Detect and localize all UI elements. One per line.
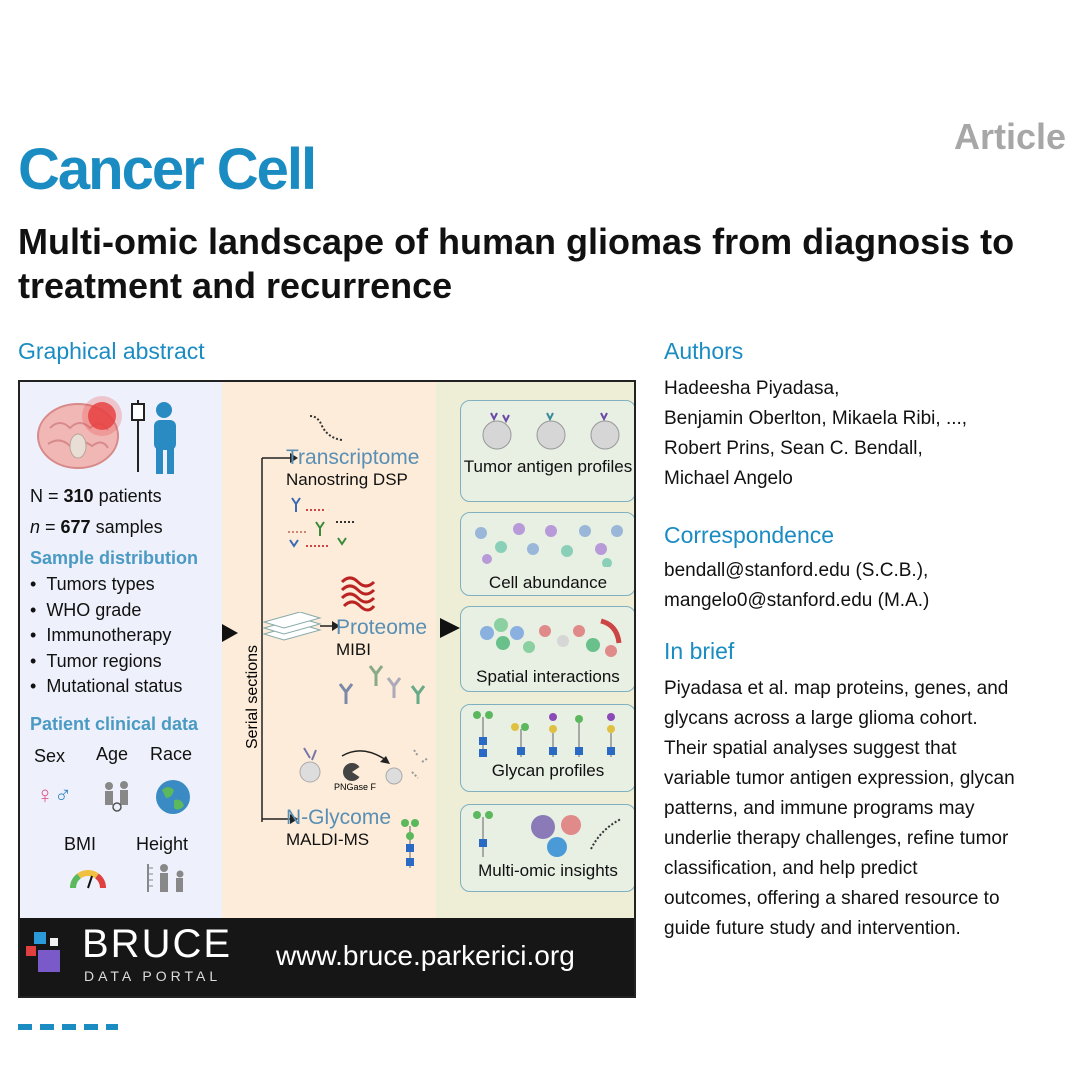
graphical-abstract: N = 310 patients n = 677 samples Sample …	[18, 380, 636, 998]
bmi-gauge-icon	[70, 870, 106, 889]
in-brief-line: classification, and help predict	[664, 858, 918, 879]
bmi-label: BMI	[64, 834, 97, 854]
correspondence-heading: Correspondence	[664, 522, 835, 548]
bruce-logo-subtitle: DATA PORTAL	[84, 968, 222, 984]
proteome-title: Proteome	[336, 616, 428, 639]
sex-label: Sex	[34, 746, 66, 766]
journal-title: Cancer Cell	[18, 137, 317, 202]
sample-count: n = 677 samples	[30, 517, 163, 537]
multi-omic-icon	[473, 811, 622, 857]
in-brief-line: Piyadasa et al. map proteins, genes, and	[664, 678, 1009, 699]
age-icon	[105, 781, 128, 812]
author-line: Michael Angelo	[664, 468, 793, 489]
panel-label: Multi-omic insights	[478, 861, 618, 880]
rna-strand-icon	[309, 415, 343, 441]
list-item: • Tumor regions	[30, 650, 162, 671]
branch-arrows	[261, 453, 298, 824]
list-item: • WHO grade	[30, 599, 142, 620]
panel-label: Cell abundance	[488, 573, 608, 592]
in-brief-text: Piyadasa et al. map proteins, genes, and…	[664, 674, 1076, 944]
age-label: Age	[96, 744, 129, 764]
omics-column	[222, 382, 436, 918]
in-brief-line: guide future study and intervention.	[664, 918, 961, 939]
panel-multi-omic: Multi-omic insights	[460, 804, 634, 892]
play-arrow-icon	[222, 624, 238, 642]
in-brief-line: outcomes, offering a shared resource to	[664, 888, 1000, 909]
transcriptome-method: Nanostring DSP	[286, 470, 408, 489]
author-line: Benjamin Oberlton, Mikaela Ribi, ...,	[664, 408, 968, 429]
bruce-logo-title: BRUCE	[82, 922, 233, 966]
bruce-logo-icon	[26, 932, 60, 972]
article-title: Multi-omic landscape of human gliomas fr…	[18, 221, 1015, 306]
in-brief-line: variable tumor antigen expression, glyca…	[664, 768, 1015, 789]
article-type-label: Article	[953, 116, 1066, 157]
nglycome-method: MALDI-MS	[286, 830, 370, 849]
sex-icon: ♀♂	[36, 782, 72, 809]
glycan-release-illustration	[299, 747, 429, 785]
panel-cell-abundance: Cell abundance	[460, 512, 634, 596]
tissue-sections-icon	[262, 612, 340, 641]
protein-icon	[340, 576, 376, 612]
spatial-clusters-icon	[480, 618, 622, 657]
authors-heading: Authors	[664, 338, 744, 364]
height-label: Height	[136, 834, 189, 854]
tumor-cells-icon	[482, 412, 620, 450]
panel-label: Tumor antigen profiles	[463, 457, 633, 476]
panel-spatial-interactions: Spatial interactions	[460, 606, 634, 692]
panel-label: Glycan profiles	[491, 761, 605, 780]
cutoff-heading-fragment	[18, 1024, 118, 1030]
list-item: • Immunotherapy	[30, 625, 172, 645]
list-item: • Mutational status	[30, 676, 183, 696]
email-link[interactable]: bendall@stanford.edu (S.C.B.),	[664, 560, 929, 581]
authors-list: Hadeesha Piyadasa, Benjamin Oberlton, Mi…	[664, 374, 1074, 494]
bruce-footer: BRUCE DATA PORTAL www.bruce.parkerici.or…	[20, 918, 634, 996]
email-link[interactable]: mangelo0@stanford.edu (M.A.)	[664, 590, 930, 611]
proteome-method: MIBI	[336, 640, 371, 659]
transcriptome-title: Transcriptome	[286, 446, 420, 469]
author-line: Robert Prins, Sean C. Bendall,	[664, 438, 923, 459]
in-brief-line: Their spatial analyses suggest that	[664, 738, 957, 759]
glycan-chain-icon	[401, 819, 419, 868]
in-brief-line: glycans across a large glioma cohort.	[664, 708, 978, 729]
patient-count: N = 310 patients	[30, 486, 162, 506]
race-label: Race	[150, 744, 193, 764]
globe-icon	[156, 780, 190, 814]
clinical-data-title: Patient clinical data	[30, 714, 199, 734]
glycan-structures-icon	[473, 711, 615, 757]
panel-glycan-profiles: Glycan profiles	[460, 704, 634, 792]
cohort-column	[20, 382, 222, 918]
probe-icons	[288, 497, 356, 548]
graphical-abstract-heading: Graphical abstract	[18, 338, 205, 364]
nglycome-title: N-Glycome	[286, 806, 392, 829]
in-brief-line: underlie therapy challenges, refine tumo…	[664, 828, 1009, 849]
panel-label: Spatial interactions	[476, 667, 620, 686]
enzyme-label: PNGase F	[334, 782, 377, 792]
brain-patient-illustration	[37, 396, 176, 474]
play-arrow-icon	[440, 618, 460, 638]
panel-tumor-antigen: Tumor antigen profiles	[460, 400, 634, 502]
in-brief-heading: In brief	[664, 638, 735, 664]
sample-distribution-title: Sample distribution	[30, 548, 199, 568]
list-item: • Tumors types	[30, 574, 155, 594]
cell-dots-icon	[475, 523, 623, 567]
height-icon	[147, 864, 184, 892]
author-line: Hadeesha Piyadasa,	[664, 378, 840, 399]
correspondence-list: bendall@stanford.edu (S.C.B.), mangelo0@…	[664, 556, 1074, 616]
antibody-icons	[338, 665, 426, 704]
bruce-url-link[interactable]: www.bruce.parkerici.org	[276, 940, 575, 971]
sample-distribution-list: • Tumors types • WHO grade • Immunothera…	[30, 572, 182, 700]
in-brief-line: patterns, and immune programs may	[664, 798, 975, 819]
